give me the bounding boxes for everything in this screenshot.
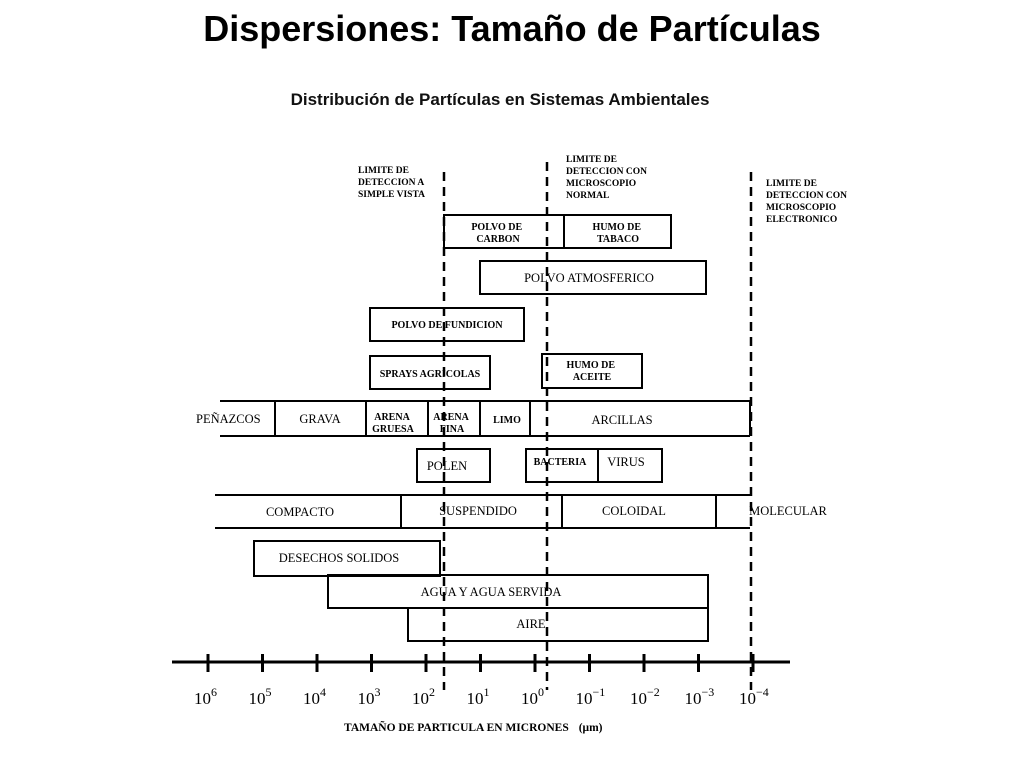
humo-tabaco-label: HUMO DE TABACO xyxy=(592,222,643,245)
electron-microscope-limit-label: LIMITE DE DETECCION CON MICROSCOPIO ELEC… xyxy=(766,179,849,225)
grava-label: GRAVA xyxy=(299,412,340,426)
x-axis-tick-label: 10−2 xyxy=(630,685,660,708)
humo-aceite-label: HUMO DE ACEITE xyxy=(566,360,617,383)
polvo-carbon-label: POLVO DE CARBON xyxy=(471,222,524,245)
figure-title: Distribución de Partículas en Sistemas A… xyxy=(290,90,710,109)
arena-gruesa-label: ARENA GRUESA xyxy=(372,412,414,435)
x-axis-tick-label: 10−1 xyxy=(576,685,606,708)
agua-label: AGUA Y AGUA SERVIDA xyxy=(421,585,562,599)
arcillas-label: ARCILLAS xyxy=(591,413,652,427)
x-axis-title: TAMAÑO DE PARTICULA EN MICRONES (μm) xyxy=(344,718,603,735)
polen-box xyxy=(416,448,491,483)
humo-aceite-box xyxy=(541,353,643,389)
molecular-label: MOLECULAR xyxy=(749,504,827,518)
x-axis-tick-label: 106 xyxy=(194,685,217,708)
x-axis-tick-label: 100 xyxy=(521,685,544,708)
x-axis-tick-label: 104 xyxy=(303,685,326,708)
slide-title: Dispersiones: Tamaño de Partículas xyxy=(203,8,821,49)
arena-fina-label: ARENA FINA xyxy=(433,412,471,435)
polvo-atmosferico-box xyxy=(479,260,707,295)
bacteria-label: BACTERIA xyxy=(534,457,588,468)
coloidal-label: COLOIDAL xyxy=(602,504,666,518)
optical-microscope-limit-label: LIMITE DE DETECCION CON MICROSCOPIO NORM… xyxy=(566,155,649,201)
suspendido-label: SUSPENDIDO xyxy=(439,504,517,518)
x-axis-tick-label: 10−4 xyxy=(739,685,769,708)
bacteria-virus-box xyxy=(525,448,663,483)
x-axis-tick-label: 10−3 xyxy=(685,685,715,708)
sprays-agricolas-box xyxy=(369,355,491,390)
naked-eye-limit-label: LIMITE DE DETECCION A SIMPLE VISTA xyxy=(358,166,426,200)
aire-label: AIRE xyxy=(516,617,546,631)
polvo-fundicion-label: POLVO DE FUNDICION xyxy=(391,320,503,331)
penazcos-label: PEÑAZCOS xyxy=(196,412,261,426)
desechos-solidos-label: DESECHOS SOLIDOS xyxy=(279,551,400,565)
sprays-agricolas-label: SPRAYS AGRICOLAS xyxy=(380,369,481,380)
limo-label: LIMO xyxy=(493,415,521,426)
polvo-fundicion-box xyxy=(369,307,525,342)
x-axis-ticks: 106 105 104 103 102 101 100 10−1 10−2 10−3 10−4 xyxy=(194,654,769,708)
polvo-carbon-box xyxy=(443,214,672,249)
aire-box xyxy=(407,607,709,642)
x-axis-tick-label: 102 xyxy=(412,685,435,708)
x-axis-tick-label: 103 xyxy=(358,685,381,708)
polen-label: POLEN xyxy=(427,459,467,473)
x-axis-tick-label: 105 xyxy=(249,685,272,708)
virus-label: VIRUS xyxy=(607,455,645,469)
polvo-atmosferico-label: POLVO ATMOSFERICO xyxy=(524,271,654,285)
compacto-label: COMPACTO xyxy=(266,505,334,519)
x-axis-tick-label: 101 xyxy=(467,685,490,708)
